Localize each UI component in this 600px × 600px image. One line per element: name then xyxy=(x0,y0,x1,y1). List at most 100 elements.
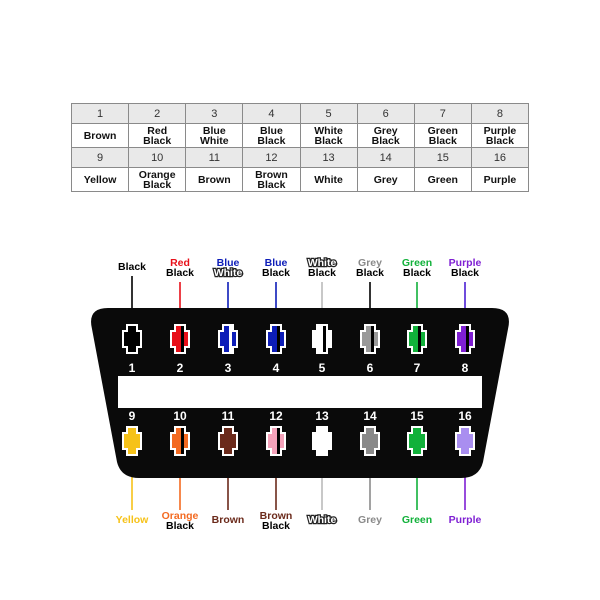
pin-10-stripe xyxy=(181,428,184,454)
wire-label-pin-7: Black xyxy=(403,267,431,279)
wire-color-cell: Green xyxy=(413,167,472,192)
wire-color-text: Black xyxy=(143,178,172,191)
wire-color-text: Yellow xyxy=(83,173,117,186)
wire-label-pin-12: Brown xyxy=(260,510,293,522)
pin-10-terminal xyxy=(170,426,190,456)
pin-number-cell: 5 xyxy=(299,103,358,124)
wire-label-pin-2: Red xyxy=(170,257,190,269)
wire-color-text: Black xyxy=(371,134,400,147)
pin-8-number: 8 xyxy=(462,361,469,375)
wire-color-text: Brown xyxy=(197,173,231,186)
wire-label-pin-6: Black xyxy=(356,267,384,279)
pin-3-number: 3 xyxy=(225,361,232,375)
wire-color-text: Brown xyxy=(83,129,117,142)
pin-7-terminal xyxy=(407,324,427,354)
wire-color-text: Orange xyxy=(138,168,176,181)
wire-color-cell: Grey xyxy=(356,167,415,192)
wire-color-cell: White xyxy=(299,167,358,192)
pin-16-number: 16 xyxy=(458,409,472,423)
wire-label-pin-7: Green xyxy=(402,257,432,269)
pin-2-number: 2 xyxy=(177,361,184,375)
wire-label-pin-4: Blue xyxy=(265,257,288,269)
wire-label-pin-5: Black xyxy=(308,267,336,279)
pin-7-number: 7 xyxy=(414,361,421,375)
wire-color-cell: Brown xyxy=(70,123,130,148)
wire-label-pin-10: Orange xyxy=(162,510,199,522)
pin-9-number: 9 xyxy=(129,409,136,423)
pin-13-number: 13 xyxy=(315,409,329,423)
pin-3-terminal xyxy=(218,324,238,354)
wire-color-text: Black xyxy=(314,134,343,147)
pin-8-terminal xyxy=(455,324,475,354)
wire-label-pin-8: Black xyxy=(451,267,479,279)
wire-color-text: Black xyxy=(257,134,286,147)
pin-4-number: 4 xyxy=(273,361,280,375)
wire-color-text: White xyxy=(314,124,343,137)
wire-label-pin-14: Grey xyxy=(358,514,382,526)
wire-color-text: Black xyxy=(485,134,514,147)
wire-label-pin-10: Black xyxy=(166,520,194,532)
wire-color-text: Black xyxy=(428,134,457,147)
pin-3-stripe xyxy=(229,326,232,352)
pin-7-stripe xyxy=(418,326,421,352)
wire-color-cell: Purple xyxy=(470,167,530,192)
pin-11-terminal xyxy=(218,426,238,456)
pin-2-terminal xyxy=(170,324,190,354)
wire-label-pin-2: Black xyxy=(166,267,194,279)
pin-2-stripe xyxy=(181,326,184,352)
wire-label-pin-15: Green xyxy=(402,514,432,526)
wire-label-pin-13: White xyxy=(308,514,337,526)
pin-14-terminal xyxy=(360,426,380,456)
wire-label-pin-3: White xyxy=(214,267,243,279)
wire-label-pin-6: Grey xyxy=(358,257,382,269)
wire-color-text: White xyxy=(200,134,229,147)
pin-10-number: 10 xyxy=(173,409,187,423)
wire-color-text: Grey xyxy=(373,173,398,186)
pin-number-cell: 9 xyxy=(70,147,130,168)
wire-color-cell: Yellow xyxy=(70,167,130,192)
pin-5-terminal xyxy=(312,324,332,354)
wire-color-text: Red xyxy=(147,124,168,137)
wire-label-pin-9: Yellow xyxy=(116,514,150,526)
pin-5-number: 5 xyxy=(319,361,326,375)
pin-number-cell: 15 xyxy=(413,147,472,168)
wire-color-text: Blue xyxy=(202,124,226,137)
pin-12-stripe xyxy=(277,428,280,454)
wire-color-text: Black xyxy=(143,134,172,147)
pin-12-terminal xyxy=(266,426,286,456)
connector-key-slot xyxy=(118,376,482,408)
wire-color-text: Purple xyxy=(483,173,517,186)
pin-number-cell: 13 xyxy=(299,147,358,168)
pin-15-number: 15 xyxy=(410,409,424,423)
wire-color-text: Brown xyxy=(255,168,288,181)
pin-15-terminal xyxy=(407,426,427,456)
wire-color-text: Green xyxy=(427,124,458,137)
pin-number-cell: 6 xyxy=(356,103,415,124)
pin-6-terminal xyxy=(360,324,380,354)
wire-color-text: Blue xyxy=(260,124,283,137)
wire-color-text: Purple xyxy=(483,124,517,137)
pin-number-cell: 2 xyxy=(128,103,187,124)
pin-14-number: 14 xyxy=(363,409,377,423)
pin-6-number: 6 xyxy=(367,361,374,375)
pin-1-number: 1 xyxy=(129,361,136,375)
pin-4-terminal xyxy=(266,324,286,354)
wire-label-pin-8: Purple xyxy=(449,257,482,269)
wire-label-pin-5: White xyxy=(308,257,337,269)
wire-label-pin-12: Black xyxy=(262,520,290,532)
pin-1-terminal xyxy=(122,324,142,354)
wire-label-pin-16: Purple xyxy=(449,514,482,526)
pin-11-number: 11 xyxy=(222,409,235,423)
